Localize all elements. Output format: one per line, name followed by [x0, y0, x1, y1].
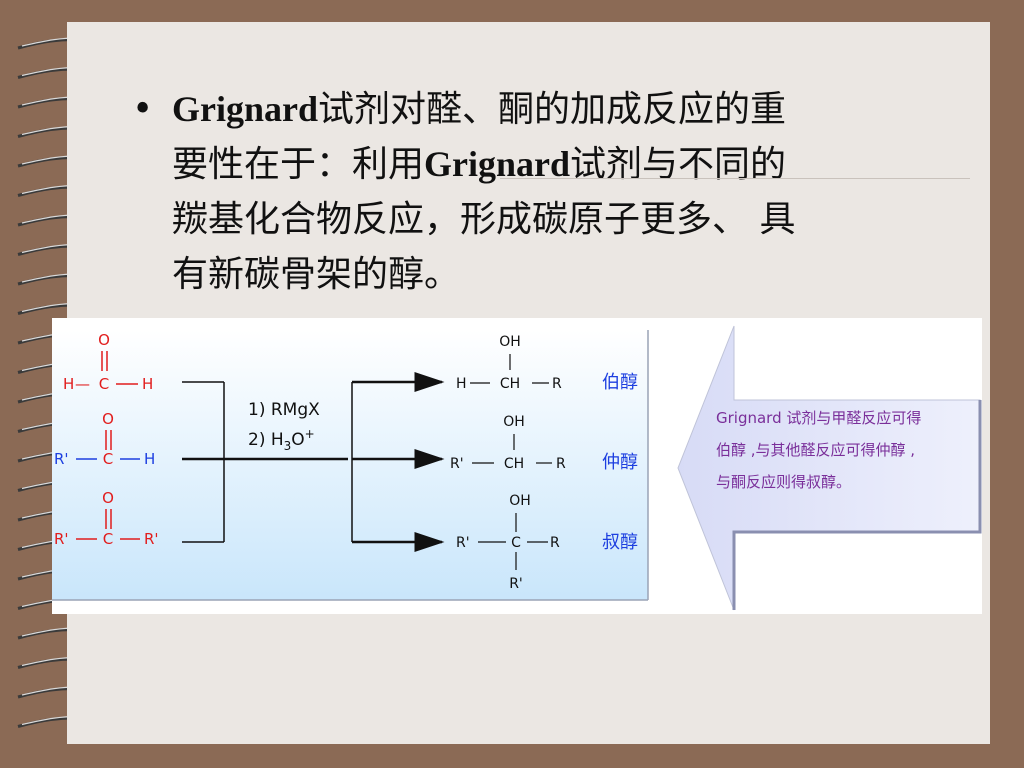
- svg-text:R': R': [509, 576, 523, 592]
- divider-line: [500, 178, 970, 179]
- svg-text:O: O: [102, 410, 114, 428]
- svg-text:R': R': [54, 530, 69, 548]
- label-tertiary-alcohol: 叔醇: [602, 532, 638, 553]
- reaction-bracket: [182, 381, 353, 543]
- svg-text:R': R': [144, 530, 159, 548]
- svg-text:CH: CH: [504, 456, 524, 472]
- text-line-1: Grignard试剂对醛、酮的加成反应的重: [172, 89, 787, 130]
- svg-text:OH: OH: [503, 414, 525, 430]
- svg-text:C: C: [103, 450, 113, 468]
- label-primary-alcohol: 伯醇: [602, 372, 638, 393]
- product-primary-alcohol: OH H CH R: [456, 334, 562, 392]
- grignard-reaction-diagram: O H — C H O R' C H O R' C R': [52, 318, 982, 614]
- text-line-4: 有新碳骨架的醇。: [172, 254, 461, 295]
- reactant-aldehyde: O R' C H: [54, 410, 155, 468]
- product-secondary-alcohol: OH R' CH R: [450, 414, 566, 472]
- svg-text:R: R: [556, 456, 566, 472]
- svg-text:CH: CH: [500, 376, 520, 392]
- svg-text:H: H: [456, 376, 467, 392]
- text-line-2: 要性在于：利用Grignard试剂与不同的: [172, 144, 787, 185]
- svg-text:R': R': [450, 456, 464, 472]
- svg-text:O: O: [102, 489, 114, 507]
- svg-text:R: R: [550, 535, 560, 551]
- callout-line-2: 伯醇 ,与其他醛反应可得仲醇 ,: [716, 441, 915, 459]
- formaldehyde-oxygen: O: [98, 331, 110, 349]
- svg-text:OH: OH: [509, 493, 531, 509]
- formaldehyde-right-h: H: [142, 375, 153, 393]
- svg-text:R': R': [456, 535, 470, 551]
- formaldehyde-left-h: H: [63, 375, 74, 393]
- reactant-ketone: O R' C R': [54, 489, 159, 548]
- svg-text:R': R': [54, 450, 69, 468]
- svg-text:C: C: [511, 535, 521, 551]
- product-tertiary-alcohol: OH R' C R R': [456, 493, 560, 592]
- svg-text:C: C: [103, 530, 113, 548]
- svg-text:OH: OH: [499, 334, 521, 350]
- callout-line-3: 与酮反应则得叔醇。: [716, 473, 851, 491]
- text-line-3: 羰基化合物反应，形成碳原子更多、 具: [172, 199, 796, 240]
- callout-line-1: Grignard 试剂与甲醛反应可得: [716, 409, 921, 427]
- svg-text:R: R: [552, 376, 562, 392]
- bullet-paragraph: Grignard试剂对醛、酮的加成反应的重 要性在于：利用Grignard试剂与…: [172, 82, 972, 302]
- svg-text:H: H: [144, 450, 155, 468]
- bullet-marker: •: [132, 89, 154, 130]
- reaction-panel: [52, 330, 648, 600]
- svg-text:—: —: [75, 375, 90, 393]
- reactant-formaldehyde: O H — C H: [63, 331, 153, 393]
- callout-note: Grignard 试剂与甲醛反应可得 伯醇 ,与其他醛反应可得仲醇 , 与酮反应…: [716, 409, 921, 491]
- formaldehyde-carbon: C: [99, 375, 109, 393]
- reagent-step-1: 1) RMgX: [248, 400, 320, 420]
- reagent-step-2: 2) H3O+: [248, 427, 315, 453]
- label-secondary-alcohol: 仲醇: [602, 452, 638, 473]
